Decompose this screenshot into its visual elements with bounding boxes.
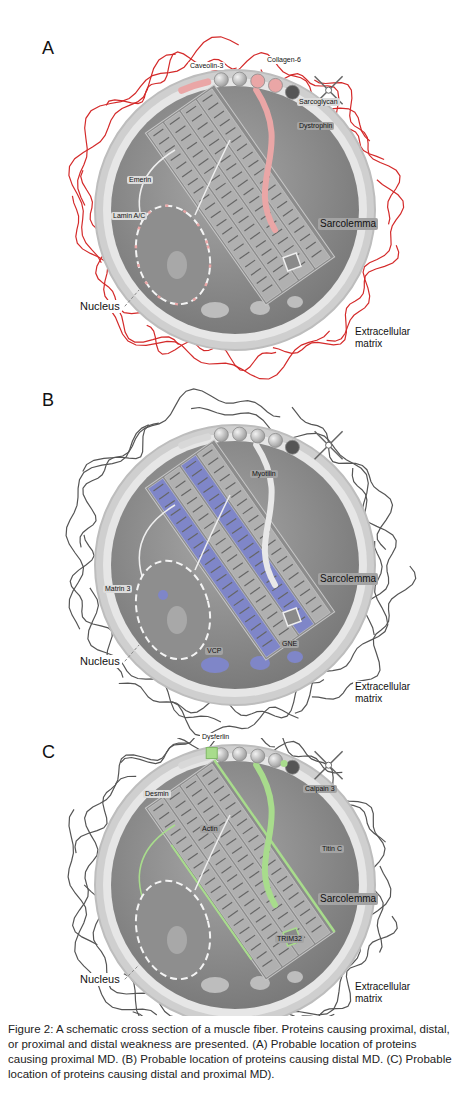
- leader-line: [125, 290, 139, 306]
- myofilament: [197, 89, 330, 268]
- protein-label: VCP: [205, 647, 223, 655]
- protein-label: Sarcolemma: [318, 218, 378, 230]
- caveolin: [182, 437, 208, 445]
- protein-label: Dysferlin: [200, 733, 231, 741]
- leader-line: [125, 965, 139, 979]
- glycoprotein-complex: [214, 73, 228, 87]
- striation: [203, 450, 322, 613]
- glycoprotein-complex: [285, 760, 299, 774]
- glycoprotein-complex: [233, 72, 247, 86]
- protein-label: Extracellular matrix: [353, 681, 423, 704]
- protein-label: Myotilin: [250, 470, 278, 478]
- glycoprotein-complex: [268, 753, 282, 767]
- protein-label: Nucleus: [78, 300, 122, 313]
- sarcolemma-ring: [103, 433, 367, 697]
- vesicle: [201, 657, 229, 673]
- leader-line: [125, 645, 139, 661]
- protein-label: Matrin 3: [103, 585, 132, 593]
- vesicle: [287, 971, 303, 983]
- glycoprotein-complex: [251, 74, 265, 88]
- panel-letter: A: [40, 38, 56, 59]
- sarcoplasm: [111, 86, 359, 334]
- protein-label: TRIM32: [275, 935, 304, 943]
- sarcolemma-ring: [95, 70, 375, 350]
- caveolin: [182, 757, 208, 765]
- dystrophin-strand: [256, 765, 275, 905]
- protein-label: Sarcolemma: [318, 893, 378, 905]
- protein-label: Nucleus: [78, 655, 122, 668]
- glycoprotein-complex: [251, 749, 265, 763]
- protein-label: Titin C: [320, 845, 344, 853]
- protein-label: Sarcoglycan: [297, 98, 340, 106]
- protein-label: Nucleus: [78, 973, 122, 986]
- striation: [203, 95, 322, 258]
- vesicle: [201, 977, 229, 993]
- protein-label: Calpain 3: [303, 785, 337, 793]
- sarcolemma-ring: [103, 753, 367, 1016]
- striation: [203, 770, 322, 933]
- calpain-mark: [281, 760, 288, 767]
- myofibril: [145, 440, 334, 660]
- channel: [315, 751, 343, 779]
- vesicle: [287, 296, 303, 308]
- protein-label: Extracellular matrix: [353, 326, 423, 349]
- filament: [195, 140, 230, 215]
- membrane-marker: [283, 253, 301, 271]
- glycoprotein-complex: [285, 440, 299, 454]
- dysferlin-mark: [206, 748, 217, 759]
- glycoprotein-complex: [233, 427, 247, 441]
- glycoprotein-complex: [233, 747, 247, 761]
- nuclear-protein: [158, 590, 168, 600]
- channel: [315, 431, 343, 459]
- glycoprotein-complex: [214, 428, 228, 442]
- protein-label: Collagen-6: [265, 56, 303, 64]
- glycoprotein-complex: [268, 78, 282, 92]
- glycoprotein-complex: [251, 429, 265, 443]
- protein-label: Desmin: [143, 790, 171, 798]
- nucleus: [125, 872, 220, 987]
- protein-label: Caveolin-3: [188, 62, 225, 70]
- myofibril-body: [145, 440, 334, 660]
- vesicle: [287, 651, 303, 663]
- nucleolus: [167, 606, 187, 634]
- protein-label: GNE: [280, 640, 299, 648]
- glycoprotein-complex: [268, 433, 282, 447]
- protein-label: Actin: [200, 825, 220, 833]
- myofibril: [145, 85, 334, 305]
- protein-label: Dystrophin: [297, 122, 334, 130]
- channel: [326, 87, 332, 93]
- figure-caption: Figure 2: A schematic cross section of a…: [8, 1022, 455, 1082]
- membrane-marker: [283, 608, 301, 626]
- sarcolemma-ring: [95, 425, 375, 705]
- filament: [195, 495, 230, 570]
- nucleolus: [167, 926, 187, 954]
- protein-label: Sarcolemma: [318, 573, 378, 585]
- sarcoplasm: [111, 441, 359, 689]
- channel: [315, 431, 343, 459]
- sarcoplasm: [111, 761, 359, 1009]
- sarcolemma-ring: [95, 745, 375, 1016]
- channel: [326, 442, 332, 448]
- nucleolus: [167, 251, 187, 279]
- dystrophin-strand: [256, 445, 275, 585]
- muscle-fiber: [68, 738, 397, 1016]
- channel: [315, 751, 343, 779]
- protein-label: Emerin: [127, 176, 153, 184]
- panel-letter: C: [40, 742, 57, 763]
- channel: [326, 762, 332, 768]
- panel-letter: B: [40, 390, 56, 411]
- myofilament: [197, 444, 330, 623]
- dystrophin-strand: [256, 90, 275, 230]
- filament: [195, 815, 230, 890]
- protein-label: Lamin A/C: [111, 212, 147, 220]
- sarcolemma-ring: [103, 78, 367, 342]
- myofibril-body: [145, 85, 334, 305]
- vesicle: [201, 302, 229, 318]
- caveolin: [182, 82, 208, 90]
- protein-label: Extracellular matrix: [353, 981, 423, 1004]
